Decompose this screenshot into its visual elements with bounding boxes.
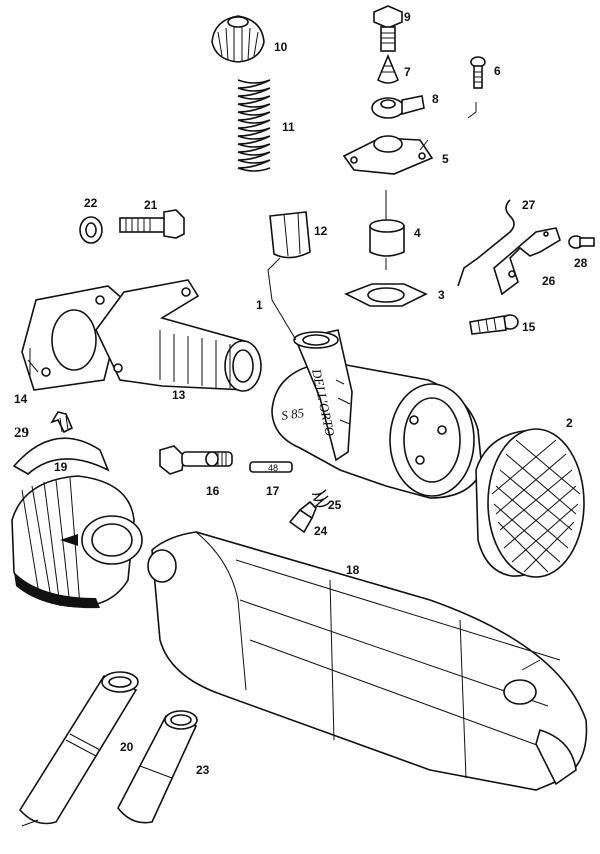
part-20-tube [19,671,139,825]
part-22-washer [79,216,103,244]
part-7-cone-nut [376,53,400,84]
filter-mesh-pattern [491,439,581,573]
callout-2: 2 [566,416,573,430]
part-28-small-screw [568,235,595,249]
callout-1: 1 [256,298,263,312]
part-29-clamp-strap [12,411,110,475]
part-2-air-filter [475,428,585,578]
callout-6: 6 [494,64,501,78]
callout-9: 9 [404,10,411,24]
callout-5: 5 [442,152,449,166]
part-14-flange-gasket [21,285,125,391]
part-13-intake-manifold [95,279,262,392]
part-25-small-spring [311,489,331,508]
callout-10: 10 [274,40,288,54]
callout-12: 12 [314,224,328,238]
part-8-banjo-union [371,95,425,119]
callout-28: 28 [574,256,588,270]
callout-13: 13 [172,388,186,402]
callout-22: 22 [84,196,98,210]
part-24-idle-jet [288,500,317,534]
part-5-float-cover [342,135,434,175]
callout-11: 11 [282,120,295,134]
callout-3: 3 [438,288,445,302]
callout-7: 7 [404,65,411,79]
callout-labels: 1 2 3 4 5 6 7 8 9 10 11 12 13 14 15 16 1… [14,10,588,777]
carb-model-stamp: S 85 [280,405,305,423]
part-26-choke-lever-plate [493,227,561,296]
callout-16: 16 [206,484,220,498]
callout-23: 23 [196,763,210,777]
callout-20: 20 [120,740,134,754]
jet-size-stamp: 48 [268,463,278,473]
part-23-tube [117,710,198,824]
callout-19: 19 [54,460,68,474]
callout-26: 26 [542,274,556,288]
part-9-banjo-bolt [373,5,403,52]
callout-4: 4 [414,226,421,240]
callout-17: 17 [266,484,280,498]
callout-21: 21 [144,198,158,212]
callout-29: 29 [14,425,29,441]
part-6-screw [470,56,486,89]
part-3-gasket [344,283,428,307]
callout-24: 24 [314,524,328,538]
part-15-cap-screw [469,314,519,335]
part-16-bolt [159,445,233,475]
leader-lines [21,102,541,827]
callout-8: 8 [432,92,439,106]
part-4-float [369,190,405,270]
part-12-throttle-slide [269,211,311,259]
callout-25: 25 [328,498,342,512]
callout-15: 15 [522,320,536,334]
part-27-return-spring [457,199,515,287]
part-17-main-jet: 48 [249,461,293,473]
callout-27: 27 [522,198,536,212]
part-18-intake-silencer [147,531,588,791]
callout-18: 18 [346,563,360,577]
part-11-throttle-spring [237,79,271,172]
callout-14: 14 [14,392,28,406]
part-1-carburettor-body: DELL'ORTO S 85 [271,329,483,499]
part-19-hose-clamp [11,475,143,609]
part-21-hex-bolt [119,209,185,239]
part-10-mixing-chamber-cap [211,15,265,63]
